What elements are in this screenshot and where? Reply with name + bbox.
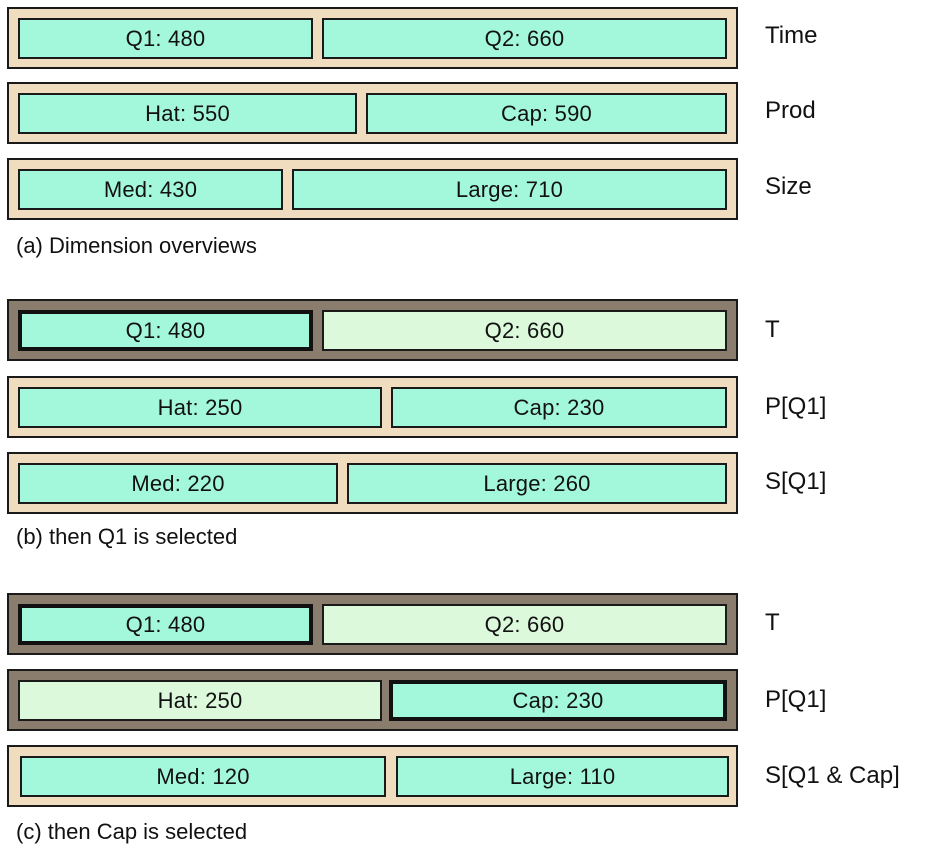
segment-large[interactable]: Large: 710 [292, 169, 727, 210]
time-bar-b: Q1: 480 Q2: 660 [7, 299, 738, 361]
dimension-label-s-q1: S[Q1] [765, 468, 827, 495]
caption-c: (c) then Cap is selected [16, 819, 248, 844]
dimension-label-p-q1: P[Q1] [765, 686, 827, 713]
dimension-label-prod: Prod [765, 97, 816, 124]
segment-hat[interactable]: Hat: 550 [18, 93, 357, 134]
segment-med[interactable]: Med: 220 [18, 463, 338, 504]
dimension-label-s-q1-cap: S[Q1 & Cap] [765, 762, 900, 789]
prod-bar-c: Hat: 250 Cap: 230 [7, 669, 738, 731]
segment-cap[interactable]: Cap: 230 [391, 387, 727, 428]
segment-q2[interactable]: Q2: 660 [322, 310, 727, 351]
dimension-label-p-q1: P[Q1] [765, 393, 827, 420]
segment-hat[interactable]: Hat: 250 [18, 387, 382, 428]
dimension-label-t: T [765, 316, 780, 343]
dimension-label-time: Time [765, 22, 818, 49]
prod-bar-a: Hat: 550 Cap: 590 [7, 82, 738, 144]
segment-q1[interactable]: Q1: 480 [18, 18, 313, 59]
size-bar-a: Med: 430 Large: 710 [7, 158, 738, 220]
dimension-label-size: Size [765, 173, 812, 200]
caption-a: (a) Dimension overviews [16, 233, 257, 258]
segment-cap[interactable]: Cap: 590 [366, 93, 727, 134]
prod-bar-b: Hat: 250 Cap: 230 [7, 376, 738, 438]
segment-q2[interactable]: Q2: 660 [322, 604, 727, 645]
segment-med[interactable]: Med: 430 [18, 169, 283, 210]
caption-b: (b) then Q1 is selected [16, 524, 238, 549]
segment-hat[interactable]: Hat: 250 [18, 680, 382, 721]
segment-q2[interactable]: Q2: 660 [322, 18, 727, 59]
segment-q1-selected[interactable]: Q1: 480 [18, 604, 313, 645]
size-bar-c: Med: 120 Large: 110 [7, 745, 738, 807]
segment-q1-selected[interactable]: Q1: 480 [18, 310, 313, 351]
segment-med[interactable]: Med: 120 [20, 756, 386, 797]
segment-large[interactable]: Large: 110 [396, 756, 729, 797]
time-bar-c: Q1: 480 Q2: 660 [7, 593, 738, 655]
segment-large[interactable]: Large: 260 [347, 463, 727, 504]
time-bar-a: Q1: 480 Q2: 660 [7, 7, 738, 69]
size-bar-b: Med: 220 Large: 260 [7, 452, 738, 514]
dimension-label-t: T [765, 609, 780, 636]
segment-cap-selected[interactable]: Cap: 230 [389, 680, 727, 721]
